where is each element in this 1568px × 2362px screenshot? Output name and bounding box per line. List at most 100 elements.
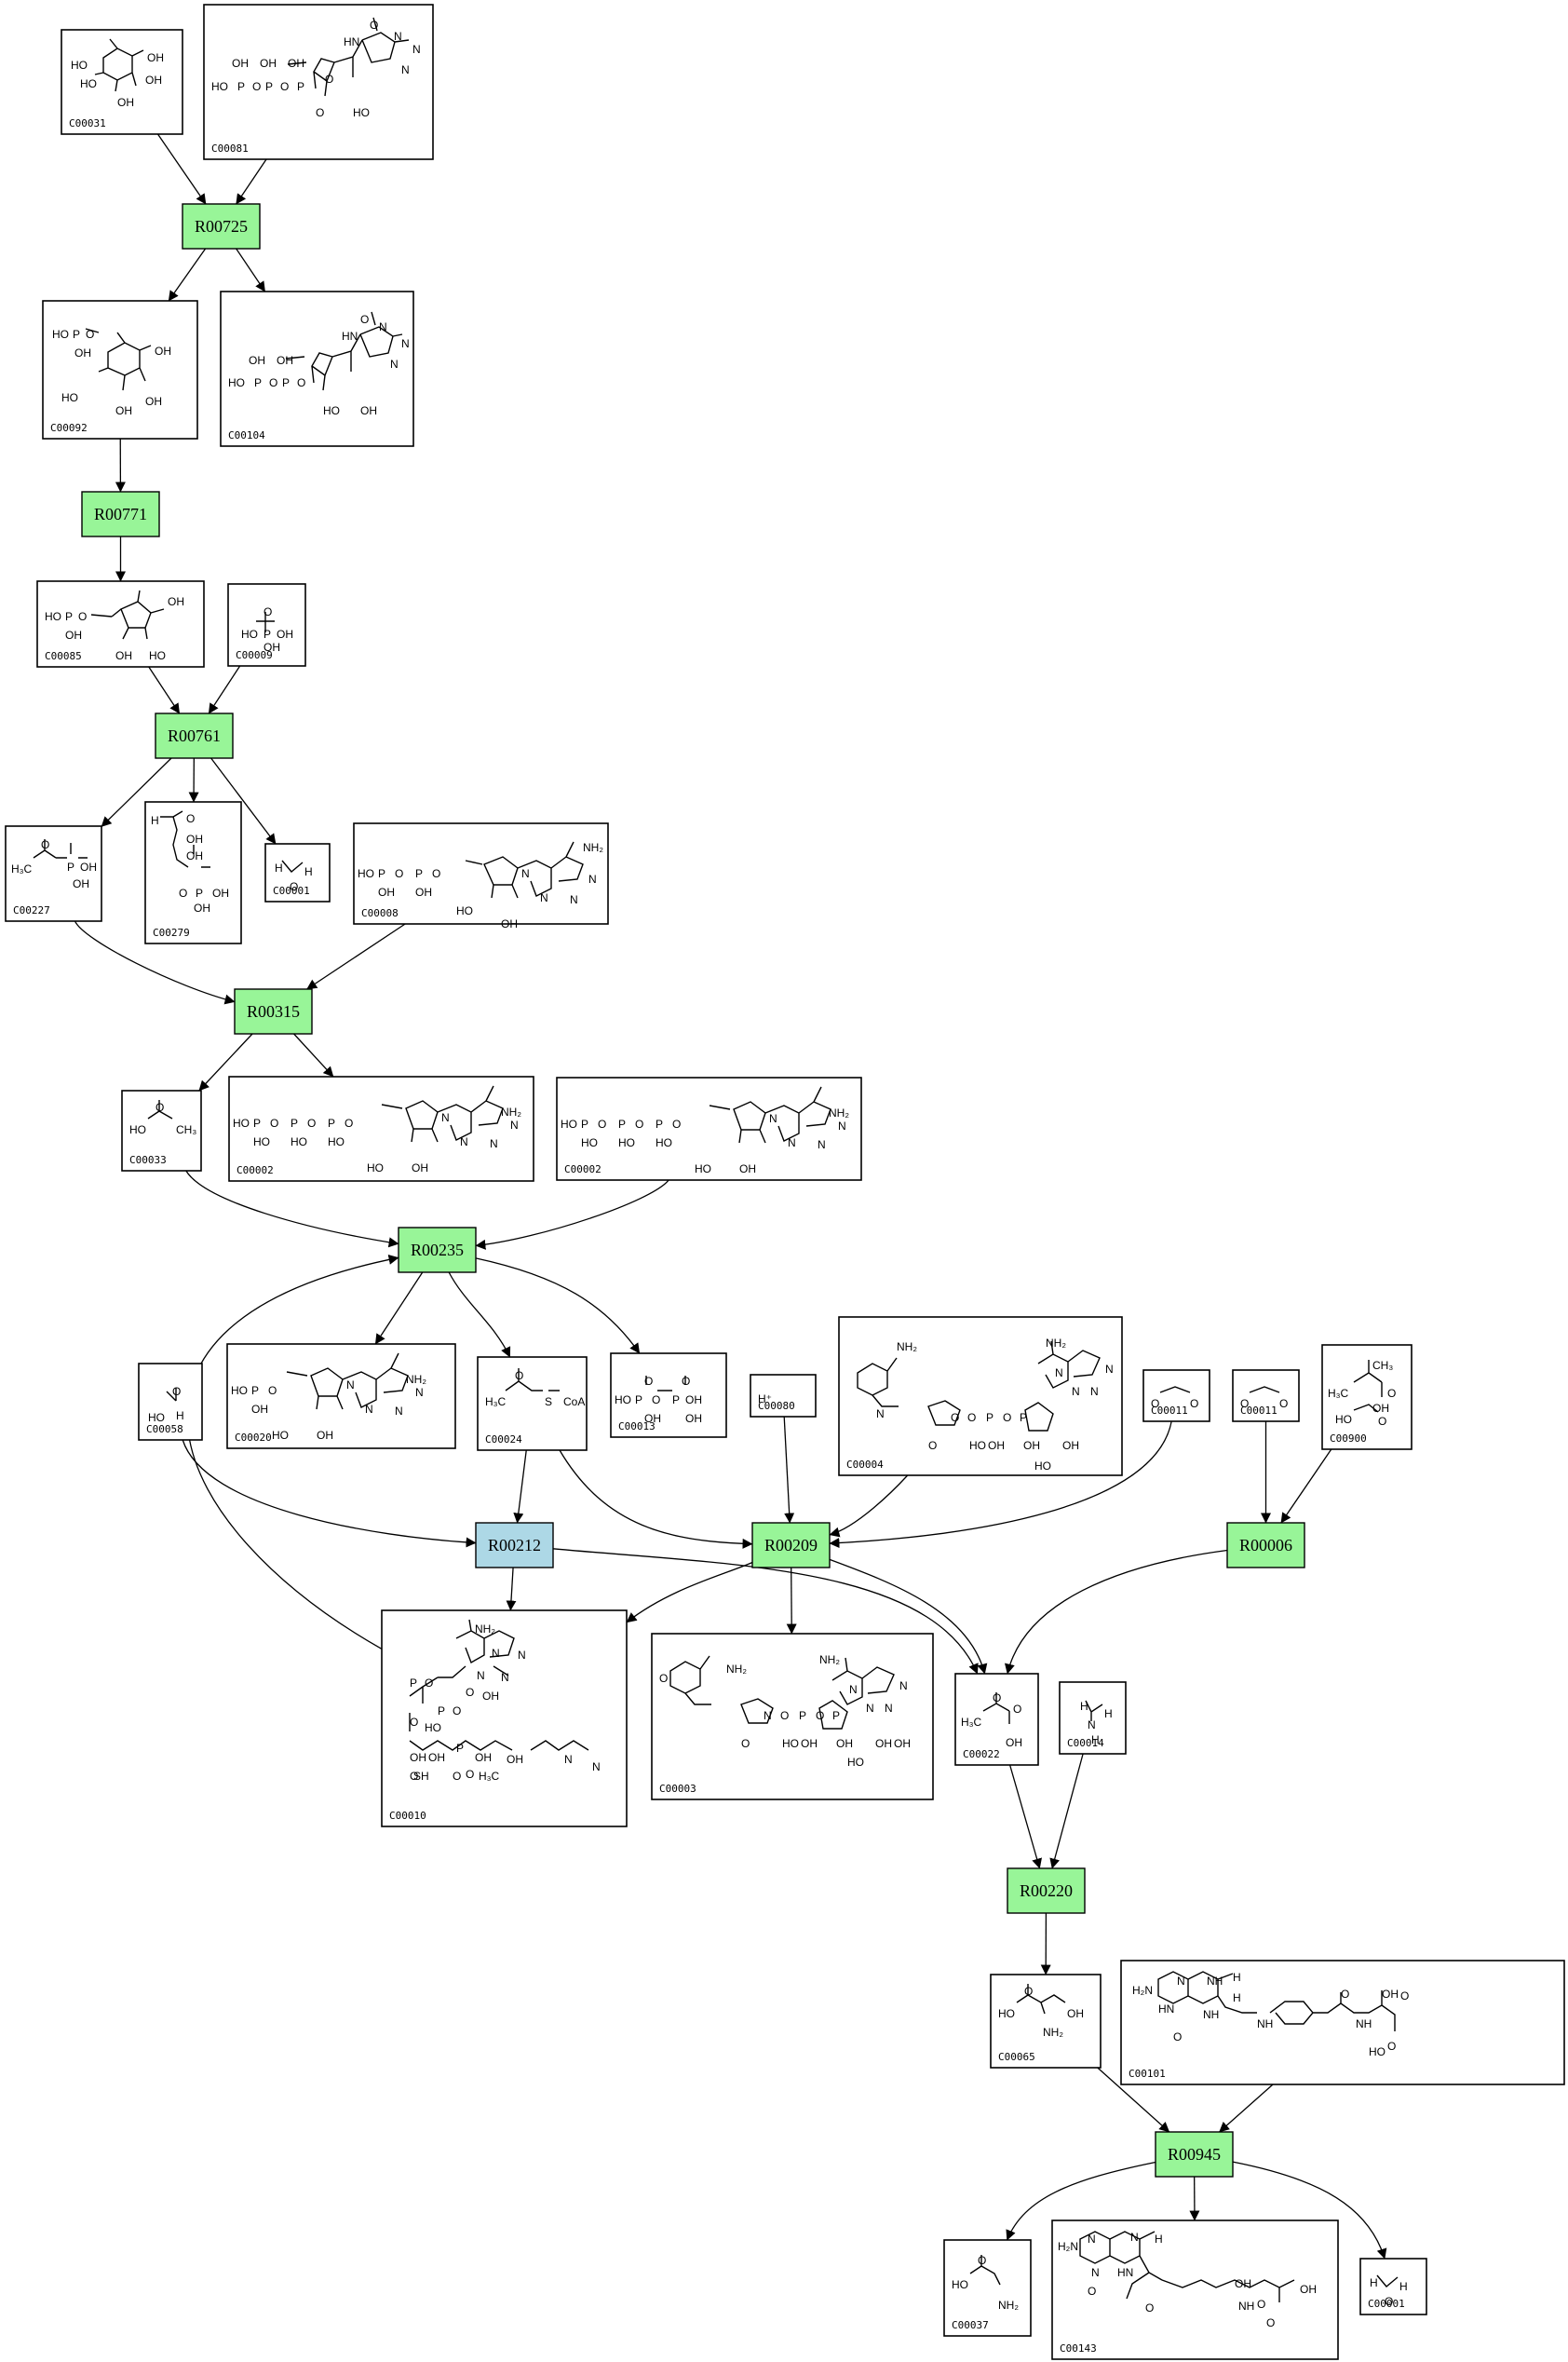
atom-label: O: [172, 1385, 181, 1398]
atom-label: HO: [456, 904, 473, 917]
reaction-r00006[interactable]: R00006: [1226, 1522, 1305, 1568]
atom-label: O: [252, 80, 261, 93]
atom-label: O: [1145, 2301, 1154, 2314]
atom-label: OH: [80, 861, 97, 874]
atom-label: P: [410, 1676, 417, 1690]
reaction-r00725[interactable]: R00725: [182, 203, 261, 250]
reaction-r00315[interactable]: R00315: [234, 988, 313, 1035]
atom-label: H: [1155, 2233, 1163, 2246]
edge-r00761-to-c00227: [101, 757, 172, 827]
edge-r00006-to-c00022: [1005, 1549, 1228, 1675]
compound-box: [121, 1090, 202, 1172]
compound-id-label: C00065: [998, 2051, 1035, 2063]
reaction-r00209[interactable]: R00209: [751, 1522, 831, 1568]
compound-box: [5, 825, 102, 922]
edge-r00315-to-c00002-a: [293, 1033, 334, 1078]
structure-bonds: [969, 2255, 1001, 2286]
atom-label: H₃C: [479, 1770, 500, 1783]
atom-label: HO: [425, 1721, 441, 1734]
atom-label: HO: [1034, 1459, 1051, 1473]
atom-label: P: [672, 1393, 680, 1406]
compound-c00080[interactable]: H⁺C00080: [750, 1374, 817, 1418]
atom-label: H: [1233, 1991, 1241, 2004]
atom-label: HO: [695, 1162, 711, 1175]
reaction-id-label: R00209: [764, 1536, 818, 1554]
atom-label: N: [412, 43, 421, 56]
atom-label: OH: [1023, 1439, 1040, 1452]
compound-box: [353, 822, 609, 925]
reaction-r00220[interactable]: R00220: [1007, 1867, 1086, 1914]
atom-label: O: [652, 1393, 660, 1406]
edge-c00010-to-r00235: [186, 1254, 399, 1649]
reaction-id-label: R00006: [1239, 1536, 1292, 1554]
structure-c00080: H⁺: [758, 1392, 772, 1405]
atom-label: OH: [73, 877, 89, 890]
atom-label: P: [297, 80, 304, 93]
reaction-r00212[interactable]: R00212: [475, 1522, 554, 1568]
edge-c00058-to-r00212: [182, 1439, 477, 1548]
atom-label: P: [65, 610, 73, 623]
atom-label: HO: [353, 106, 370, 119]
edge-c00080-to-r00209: [783, 1416, 795, 1524]
atom-label: P: [656, 1118, 663, 1131]
atom-label: OH: [415, 886, 432, 899]
structure-bonds: [1353, 1360, 1383, 1413]
reaction-r00235[interactable]: R00235: [398, 1227, 477, 1273]
atom-label: OH: [115, 649, 132, 662]
atom-label: O: [370, 19, 378, 32]
reaction-box: [81, 491, 160, 537]
reaction-r00761[interactable]: R00761: [155, 713, 234, 759]
structure-bonds: [160, 810, 210, 868]
atom-label: HO: [228, 376, 245, 389]
atom-label: N: [1091, 2266, 1100, 2279]
structure-bonds: [287, 17, 410, 97]
reaction-r00771[interactable]: R00771: [81, 491, 160, 537]
atom-label: O: [1151, 1397, 1159, 1410]
reaction-r00945[interactable]: R00945: [1155, 2131, 1234, 2178]
compound-box: [1142, 1369, 1210, 1422]
atom-label: N: [570, 893, 578, 906]
atom-label: P: [581, 1118, 588, 1131]
atom-label: H: [1399, 2280, 1408, 2293]
compound-id-label: C00004: [846, 1459, 884, 1471]
edge-c00024-to-r00212: [513, 1449, 527, 1524]
compound-id-label: C00011: [1151, 1405, 1188, 1417]
atom-label: N: [518, 1649, 526, 1662]
